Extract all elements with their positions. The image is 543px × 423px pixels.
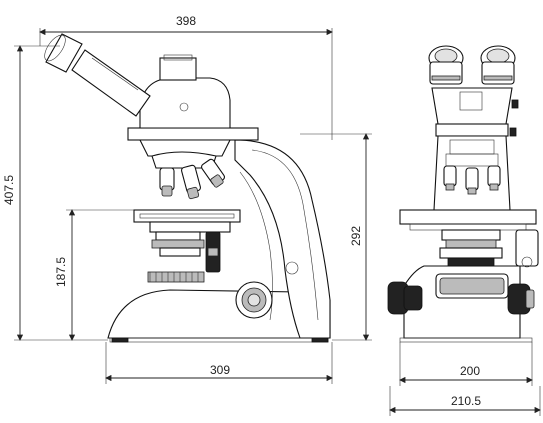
front-view-dimensions [389,342,541,416]
side-view-dimensions [14,28,372,384]
dim-side-stage-height: 187.5 [54,257,68,287]
front-view-microscope [387,45,539,343]
dim-front-total-width: 210.5 [451,394,481,408]
dim-side-total-height: 407.5 [2,175,16,205]
dim-side-arm-height: 292 [349,226,363,246]
side-view-microscope [44,33,331,343]
dim-side-total-width: 398 [176,14,196,28]
dim-side-base-depth: 309 [210,363,230,377]
dim-front-base-width: 200 [460,364,480,378]
